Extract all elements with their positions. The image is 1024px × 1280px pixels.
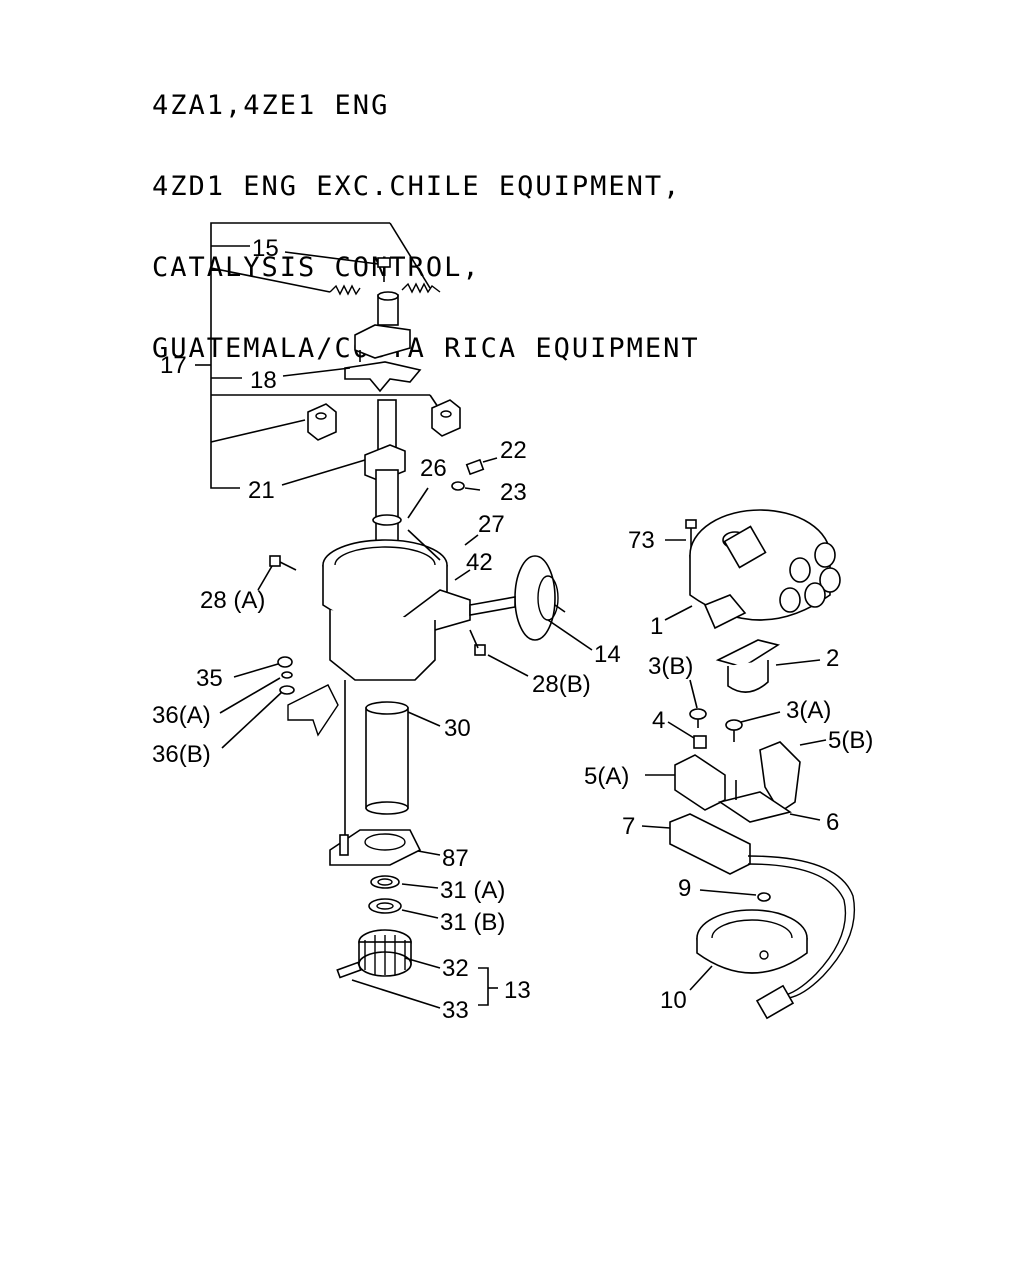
label-9: 9 bbox=[678, 875, 691, 902]
label-3b: 3(B) bbox=[648, 653, 693, 680]
part-15-screw bbox=[284, 251, 391, 282]
label-2: 2 bbox=[826, 645, 839, 672]
label-21: 21 bbox=[248, 477, 275, 504]
label-27: 27 bbox=[478, 511, 505, 538]
label-28b: 28(B) bbox=[532, 671, 591, 698]
label-18: 18 bbox=[250, 367, 277, 394]
label-3a: 3(A) bbox=[786, 697, 831, 724]
label-5b: 5(B) bbox=[828, 727, 873, 754]
title-line-2: 4ZD1 ENG EXC.CHILE EQUIPMENT, bbox=[152, 171, 682, 202]
label-6: 6 bbox=[826, 809, 839, 836]
part-35-36-nut-washers bbox=[219, 656, 339, 749]
label-22: 22 bbox=[500, 437, 527, 464]
label-5a: 5(A) bbox=[584, 763, 629, 790]
title-line-3: CATALYSIS CONTROL, bbox=[152, 252, 481, 283]
label-26: 26 bbox=[420, 455, 447, 482]
label-73: 73 bbox=[628, 527, 655, 554]
title-line-1: 4ZA1,4ZE1 ENG bbox=[152, 90, 390, 121]
part-87-gasket bbox=[329, 829, 441, 866]
part-3-4-screws bbox=[667, 679, 781, 749]
governor-springs bbox=[329, 282, 441, 296]
label-10: 10 bbox=[660, 987, 687, 1014]
part-30-body bbox=[344, 680, 441, 840]
label-31a: 31 (A) bbox=[440, 877, 505, 904]
group-bracket-17 bbox=[195, 222, 441, 489]
label-14: 14 bbox=[594, 641, 621, 668]
part-10-base-plate bbox=[689, 909, 808, 991]
label-32: 32 bbox=[442, 955, 469, 982]
part-22-23-screw-washer bbox=[407, 457, 498, 519]
label-87: 87 bbox=[442, 845, 469, 872]
label-42: 42 bbox=[466, 549, 493, 576]
part-14-vacuum-advance bbox=[469, 555, 593, 651]
label-35: 35 bbox=[196, 665, 223, 692]
label-23: 23 bbox=[500, 479, 527, 506]
label-7: 7 bbox=[622, 813, 635, 840]
label-33: 33 bbox=[442, 997, 469, 1024]
part-1-distributor-cap bbox=[664, 509, 841, 630]
part-7-plate-cable bbox=[641, 813, 856, 1020]
label-36b: 36(B) bbox=[152, 741, 211, 768]
diagram-title: 4ZA1,4ZE1 ENG 4ZD1 ENG EXC.CHILE EQUIPME… bbox=[152, 38, 700, 416]
label-30: 30 bbox=[444, 715, 471, 742]
label-13: 13 bbox=[504, 977, 531, 1004]
label-28a: 28 (A) bbox=[200, 587, 265, 614]
callout-labels: 15 17 18 21 22 23 26 27 42 28 (A) 28(B) … bbox=[152, 235, 873, 1024]
label-15: 15 bbox=[252, 235, 279, 262]
part-2-rotor bbox=[715, 639, 821, 693]
part-31-washers bbox=[368, 875, 439, 919]
label-36a: 36(A) bbox=[152, 702, 211, 729]
part-27-housing bbox=[322, 529, 479, 681]
label-1: 1 bbox=[650, 613, 663, 640]
part-5-6-pickup bbox=[645, 739, 827, 823]
governor-weight-assembly bbox=[282, 291, 422, 393]
label-4: 4 bbox=[652, 707, 665, 734]
part-28-bolts bbox=[257, 555, 529, 677]
label-31b: 31 (B) bbox=[440, 909, 505, 936]
label-17: 17 bbox=[160, 352, 187, 379]
part-9-clip bbox=[699, 889, 771, 902]
part-weights bbox=[307, 399, 461, 441]
part-32-33-gear-pin bbox=[336, 929, 498, 1009]
